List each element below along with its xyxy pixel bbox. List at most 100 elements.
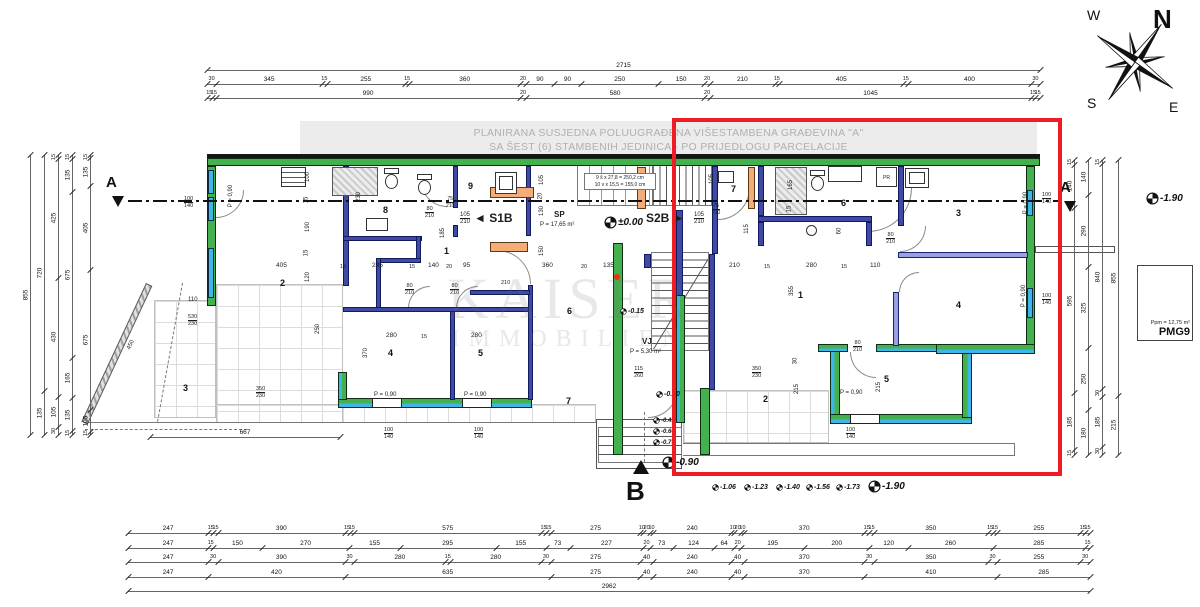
dimension-value: 15: [344, 525, 351, 531]
wall-segment: [453, 166, 458, 208]
dimension-label: 20: [446, 264, 453, 270]
dimension-value: 325: [1080, 302, 1088, 313]
room-number-label: 5: [478, 348, 484, 358]
dimension-value: 15: [1030, 90, 1037, 96]
dimension-value: 15: [212, 525, 219, 531]
wall-segment: [1035, 246, 1115, 253]
dimension-value: 405: [82, 222, 90, 234]
dimension-value: 15: [1034, 90, 1041, 96]
compass-n: N: [1153, 4, 1172, 34]
dimension-value: 180: [1080, 427, 1088, 439]
dimension-value: 270: [300, 540, 312, 547]
elevation-marker: -0.60: [653, 428, 675, 435]
dimension-value: 280: [490, 554, 502, 561]
dimension-value: 124: [688, 540, 699, 547]
dimension-label: 405: [276, 262, 287, 269]
dimension-line: [58, 155, 59, 435]
dimension-value: 15: [1067, 159, 1073, 166]
dimension-value: 2715: [616, 62, 631, 69]
dimension-label: P = 0,90: [228, 184, 235, 208]
dimension-value: 360: [459, 76, 471, 83]
dimension-label: ◄ S1B: [474, 211, 513, 225]
dimension-value: 247: [162, 569, 174, 576]
dimension-value: 250: [614, 76, 626, 83]
dimension-value: 10: [729, 525, 736, 531]
dimension-value: 255: [1033, 525, 1045, 532]
dimension-label: 280: [386, 332, 397, 339]
parking-space-pmg9: Ppm = 12,75 m² PMG9: [1137, 265, 1193, 341]
dimension-line: [128, 533, 1090, 534]
diagonal-wall: [81, 283, 153, 425]
stair-note-line-1: 9 š x 27,8 = 250,2 cm: [596, 175, 644, 181]
wall-segment: [207, 158, 1040, 166]
dimension-value: 135: [64, 409, 72, 421]
furniture-box: [366, 218, 388, 231]
section-marker-a-left: A: [106, 174, 117, 191]
dimension-value: 20: [704, 76, 711, 82]
room-number-label: 9: [468, 181, 474, 191]
dimension-line: [72, 155, 73, 435]
section-arrow-a-right: [1064, 201, 1076, 212]
dimension-label: 20: [581, 264, 588, 270]
dimension-value: 64: [720, 540, 728, 547]
dimension-value: 20: [643, 525, 650, 531]
wall-segment: [676, 210, 683, 296]
dimension-value: 370: [798, 525, 810, 532]
banner-line-2: SA ŠEST (6) STAMBENIH JEDINICA - PO PRIJ…: [489, 141, 848, 153]
dimension-label: 20: [537, 192, 544, 200]
pmg9-name-label: PMG9: [1158, 326, 1190, 338]
dimension-value: 15: [987, 525, 994, 531]
dimension-label: 15: [764, 264, 771, 270]
dimension-value: 105: [82, 415, 90, 427]
wall-segment: [208, 170, 214, 194]
dimension-value: 15: [207, 525, 214, 531]
dimension-value: 210: [736, 76, 748, 83]
section-line-a: [128, 200, 1062, 202]
dimension-value: 255: [1033, 554, 1045, 561]
dimension-value: 15: [1084, 525, 1091, 531]
dimension-value: 400: [963, 76, 975, 83]
plan-line: [85, 429, 247, 430]
dimension-line: [128, 548, 1090, 549]
dimension-value: 150: [675, 76, 687, 83]
dimension-value: 275: [590, 525, 601, 532]
dimension-value: 345: [263, 76, 275, 83]
dimension-line: [150, 437, 340, 438]
dimension-value: 195: [767, 540, 779, 547]
wall-segment: [88, 422, 596, 423]
dimension-label: 15: [303, 196, 310, 204]
dimension-line: [128, 562, 1090, 563]
dimension-value: 580: [609, 90, 621, 97]
dimension-value: 105: [50, 406, 58, 418]
dimension-value: 30: [1095, 390, 1101, 397]
wall-segment: [893, 292, 899, 346]
dimension-value: 10: [648, 525, 655, 531]
dimension-value: 15: [404, 76, 411, 82]
dimension-value: 30: [51, 427, 57, 434]
stair-calculation-note: 9 š x 27,8 = 250,2 cm 10 v x 15,5 = 155,…: [584, 173, 656, 190]
dimension-value: 90: [536, 76, 544, 83]
dimension-value: 1045: [863, 90, 878, 97]
dimension-value: 30: [989, 554, 996, 560]
wall-segment: [830, 414, 972, 424]
dimension-value: 420: [270, 569, 282, 576]
dimension-value: 430: [50, 332, 58, 343]
dimension-tick: [1087, 587, 1094, 595]
dimension-value: 185: [1094, 416, 1102, 428]
dimension-value: 30: [866, 554, 873, 560]
room-number-label: 6: [567, 306, 573, 316]
dimension-label: 280: [471, 332, 482, 339]
wall-segment: [208, 197, 214, 221]
round-fixture: [806, 225, 817, 236]
wall-segment: [613, 243, 623, 455]
wall-segment: [338, 372, 347, 400]
dimension-line: [30, 155, 31, 435]
room-number-label: 5: [884, 374, 890, 384]
